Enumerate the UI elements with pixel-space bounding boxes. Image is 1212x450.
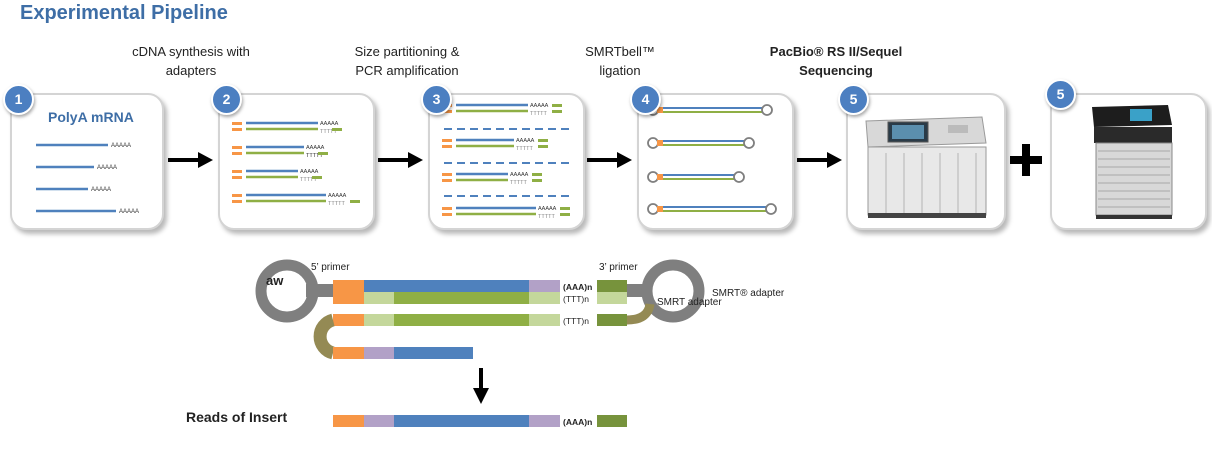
step-3-label: Size partitioning & PCR amplification xyxy=(354,44,460,78)
step-3-box: AAAAA TTTTT AAAAA TTTTT AAAAA TTTTT xyxy=(428,93,585,230)
cdna-duplex: AAAAA TTTTT xyxy=(442,206,570,220)
polya-mrna-title: PolyA mRNA xyxy=(48,109,134,125)
mrna-strand: AAAAA xyxy=(36,143,131,149)
step-5-box-sequel xyxy=(1050,93,1207,230)
polyt-tail: TTTTT xyxy=(306,153,323,159)
polyt-tail: TTTTT xyxy=(530,111,547,117)
arrow-right-icon xyxy=(797,152,842,168)
cdna-duplexes: AAAAA TTTTT AAAAA TTTTT AAAAA TTTTT xyxy=(232,121,360,207)
cdna-duplex: AAAAA TTTTT xyxy=(232,193,360,207)
size-partitioned-duplexes: AAAAA TTTTT AAAAA TTTTT AAAAA TTTTT xyxy=(442,103,570,220)
arrow-down-icon xyxy=(473,368,489,404)
cdna-duplex: AAAAA TTTTT xyxy=(232,169,322,183)
smrtbell xyxy=(647,171,745,183)
polya-tail: AAAAA xyxy=(111,143,131,149)
polya-tail: AAAAA xyxy=(119,209,139,215)
aw-label: aw xyxy=(266,273,284,288)
polya-tail: AAAAA xyxy=(97,165,117,171)
polya-label: (AAA)n xyxy=(563,282,592,292)
step-3-badge: 3 xyxy=(421,84,452,115)
mrna-strand: AAAAA xyxy=(36,165,117,171)
polyt-label: (TTT)n xyxy=(563,294,589,304)
polyt-tail: TTTTT xyxy=(320,129,337,135)
arrow-right-icon xyxy=(168,152,213,168)
smrt-adapter-label: SMRT® adapter xyxy=(712,288,785,299)
cdna-duplex: AAAAA TTTTT xyxy=(232,145,328,159)
polyt-tail: TTTTT xyxy=(538,214,555,220)
arrow-right-icon xyxy=(378,152,423,168)
mrna-strand: AAAAA xyxy=(36,209,139,215)
step-6-badge: 5 xyxy=(1045,79,1076,110)
polyt-tail: TTTTT xyxy=(328,201,345,207)
polya-tail: AAAAA xyxy=(300,169,319,175)
cdna-duplex: AAAAA TTTTT xyxy=(232,121,342,135)
step-4-badge: 4 xyxy=(630,84,661,115)
polya-label: (AAA)n xyxy=(563,417,592,427)
polya-tail: AAAAA xyxy=(516,138,535,144)
step-5-badge: 5 xyxy=(838,84,869,115)
step-5-label: PacBio® RS II/Sequel Sequencing xyxy=(760,42,912,80)
polya-tail: AAAAA xyxy=(320,121,339,127)
smrt-adapter-overlap-label: SMRT adapter xyxy=(657,297,722,308)
step-5-label-line1: PacBio® RS II/Sequel xyxy=(769,44,903,59)
step-2-box: AAAAA TTTTT AAAAA TTTTT AAAAA TTTTT xyxy=(218,93,375,230)
three-prime-primer-label: 3’ primer xyxy=(599,262,638,273)
step-4-box xyxy=(637,93,794,230)
polya-tail: AAAAA xyxy=(538,206,557,212)
polyt-tail: TTTTT xyxy=(516,146,533,152)
smrtbell xyxy=(647,104,773,116)
arrow-right-icon xyxy=(587,152,632,168)
step-2-badge: 2 xyxy=(211,84,242,115)
cdna-duplex: AAAAA TTTTT xyxy=(442,138,548,152)
pacbio-sequel-instrument xyxy=(1092,105,1173,219)
five-prime-primer-label: 5’ primer xyxy=(311,262,350,273)
step-5-box-rsii xyxy=(846,93,1006,230)
smrtbell-molecules xyxy=(647,104,777,215)
polyt-tail: TTTTT xyxy=(300,177,317,183)
polya-tail: AAAAA xyxy=(530,103,549,109)
mrna-strand: AAAAA xyxy=(36,187,111,193)
right-smrt-adapter-loop xyxy=(641,259,705,323)
plus-icon xyxy=(1010,144,1042,176)
polya-tail: AAAAA xyxy=(91,187,111,193)
step-2-label: cDNA synthesis with adapters xyxy=(132,44,250,78)
reads-of-insert-label: Reads of Insert xyxy=(186,409,288,425)
polyt-tail: TTTTT xyxy=(510,180,527,186)
step-1-badge: 1 xyxy=(3,84,34,115)
cdna-duplex: AAAAA TTTTT xyxy=(442,172,542,186)
polya-tail: AAAAA xyxy=(306,145,325,151)
smrtbell xyxy=(647,137,755,149)
left-olive-loop xyxy=(313,313,336,360)
pacbio-rsii-instrument xyxy=(865,116,987,218)
step-1-box: PolyA mRNA AAAAA AAAAA AAAAA AAAAA xyxy=(10,93,164,230)
polya-tail: AAAAA xyxy=(328,193,347,199)
step-4-label: SMRTbell™ ligation xyxy=(585,44,655,78)
smrtbell xyxy=(647,203,777,215)
page-title: Experimental Pipeline xyxy=(20,2,228,24)
step-5-label-line2: Sequencing xyxy=(799,63,873,78)
polyt-label: (TTT)n xyxy=(563,316,589,326)
polya-tail: AAAAA xyxy=(510,172,529,178)
mrna-strands: AAAAA AAAAA AAAAA AAAAA xyxy=(36,143,139,215)
